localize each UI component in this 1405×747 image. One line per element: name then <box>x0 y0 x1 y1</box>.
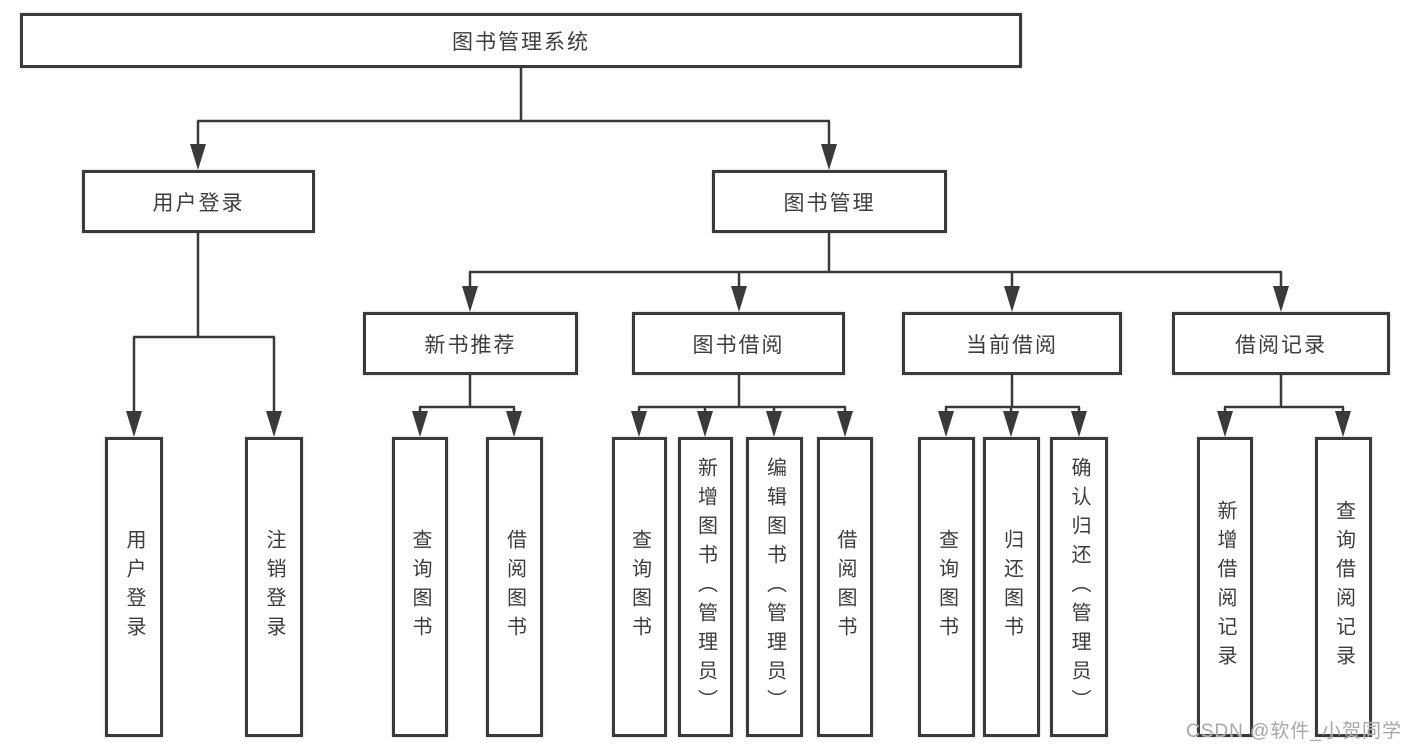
node-book-borrow: 图书借阅 <box>632 312 845 375</box>
leaf-borrow-edit-books-admin: 编辑图书（管理员） <box>746 437 803 737</box>
leaf-records-add-borrow-record: 新增借阅记录 <box>1197 437 1253 737</box>
leaf-user-login: 用户登录 <box>105 437 163 737</box>
leaf-current-query-books: 查询图书 <box>918 437 975 737</box>
leaf-newrec-borrow-books: 借阅图书 <box>486 437 543 737</box>
leaf-borrow-add-books-admin: 新增图书（管理员） <box>678 437 733 737</box>
node-library-system: 图书管理系统 <box>20 13 1022 68</box>
node-book-management: 图书管理 <box>712 170 947 233</box>
leaf-borrow-query-books: 查询图书 <box>612 437 667 737</box>
csdn-watermark: CSDN @软件_小贺同学 <box>1186 721 1402 742</box>
leaf-logout-login: 注销登录 <box>245 437 303 737</box>
leaf-borrow-borrow-books: 借阅图书 <box>817 437 873 737</box>
leaf-current-return-books: 归还图书 <box>983 437 1040 737</box>
node-borrow-records: 借阅记录 <box>1172 312 1390 375</box>
node-new-book-recommend: 新书推荐 <box>363 312 578 375</box>
arrowhead-icons <box>126 144 1351 437</box>
node-user-login-group: 用户登录 <box>82 170 315 233</box>
node-current-borrow: 当前借阅 <box>902 312 1122 375</box>
leaf-current-confirm-return-admin: 确认归还（管理员） <box>1050 437 1108 737</box>
leaf-records-query-borrow-record: 查询借阅记录 <box>1315 437 1372 737</box>
leaf-newrec-query-books: 查询图书 <box>392 437 448 737</box>
